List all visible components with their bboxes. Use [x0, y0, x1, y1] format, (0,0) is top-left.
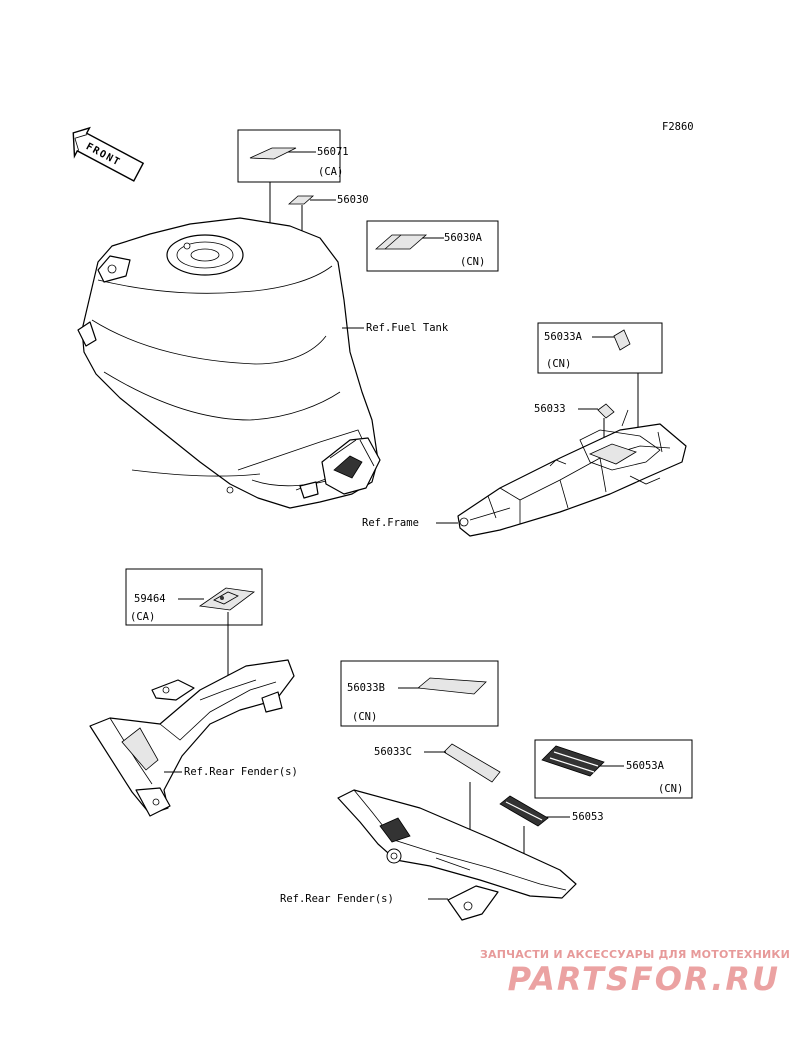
part-number-56053a: 56053A: [626, 760, 665, 772]
label-box-56033a: [537, 322, 663, 374]
part-number-59464: 59464: [134, 593, 166, 605]
part-number-56033c: 56033C: [374, 746, 412, 758]
decal-56033: [597, 403, 615, 419]
decal-56030a: [374, 234, 428, 250]
fuel-tank-group: 56071 (CA) 56030 56030A (CN): [77, 129, 499, 509]
watermark-logo: PARTSFOR.RU: [507, 960, 780, 998]
watermark-tagline: ЗАПЧАСТИ И АКСЕССУАРЫ ДЛЯ МОТОТЕХНИКИ: [480, 948, 790, 961]
decal-59464: [198, 587, 256, 611]
region-56053a: (CN): [658, 783, 683, 795]
part-number-56030a: 56030A: [444, 232, 483, 244]
watermark: ЗАПЧАСТИ И АКСЕССУАРЫ ДЛЯ МОТОТЕХНИКИ PA…: [480, 948, 790, 998]
part-number-56053: 56053: [572, 811, 604, 823]
label-box-56030a: [366, 220, 499, 272]
rear-fender-left-group: 59464 (CA) Ref.Rear Fender(s): [89, 568, 298, 817]
label-box-59464: [125, 568, 263, 626]
rear-fender-right-illustration: [337, 789, 577, 921]
ref-rear-fender-right: Ref.Rear Fender(s): [280, 893, 394, 905]
decal-56053a: [541, 745, 605, 777]
part-number-56071: 56071: [317, 146, 349, 158]
front-arrow-icon: FRONT: [72, 126, 145, 182]
ref-fuel-tank: Ref.Fuel Tank: [366, 322, 449, 334]
fuel-tank-illustration: [77, 217, 381, 509]
decal-56030: [287, 195, 315, 205]
frame-group: 56033A (CN) 56033 Ref.Frame: [362, 322, 687, 537]
part-number-56033: 56033: [534, 403, 566, 415]
label-box-56033b: [340, 660, 499, 727]
ref-rear-fender-left: Ref.Rear Fender(s): [184, 766, 298, 778]
figure-code: F2860: [662, 121, 694, 133]
decal-56033a: [613, 329, 631, 351]
part-number-56030: 56030: [337, 194, 369, 206]
label-box-56053a: [534, 739, 693, 799]
decal-56071: [249, 147, 297, 160]
region-56033a: (CN): [546, 358, 571, 370]
region-56030a: (CN): [460, 256, 485, 268]
label-box-56071: [237, 129, 341, 183]
rear-fender-left-illustration: [89, 659, 295, 817]
decal-56033b: [417, 677, 487, 695]
part-number-56033b: 56033B: [347, 682, 385, 694]
region-56033b: (CN): [352, 711, 377, 723]
frame-illustration: [457, 409, 687, 537]
region-59464: (CA): [130, 611, 155, 623]
rear-fender-right-group: 56033B (CN) 56053A (CN) 56033C 56053: [280, 660, 693, 921]
part-number-56033a: 56033A: [544, 331, 583, 343]
ref-frame: Ref.Frame: [362, 517, 419, 529]
region-56071: (CA): [318, 166, 343, 178]
decal-56033c: [443, 743, 501, 783]
